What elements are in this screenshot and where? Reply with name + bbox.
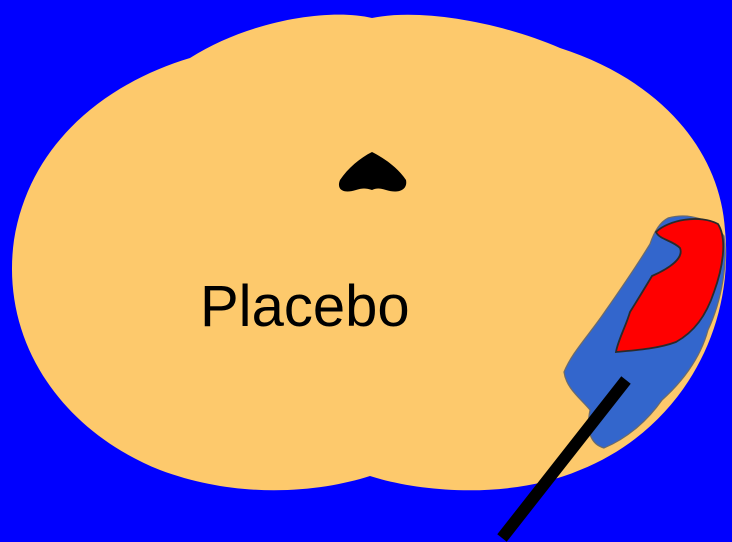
placebo-label: Placebo (200, 272, 440, 342)
